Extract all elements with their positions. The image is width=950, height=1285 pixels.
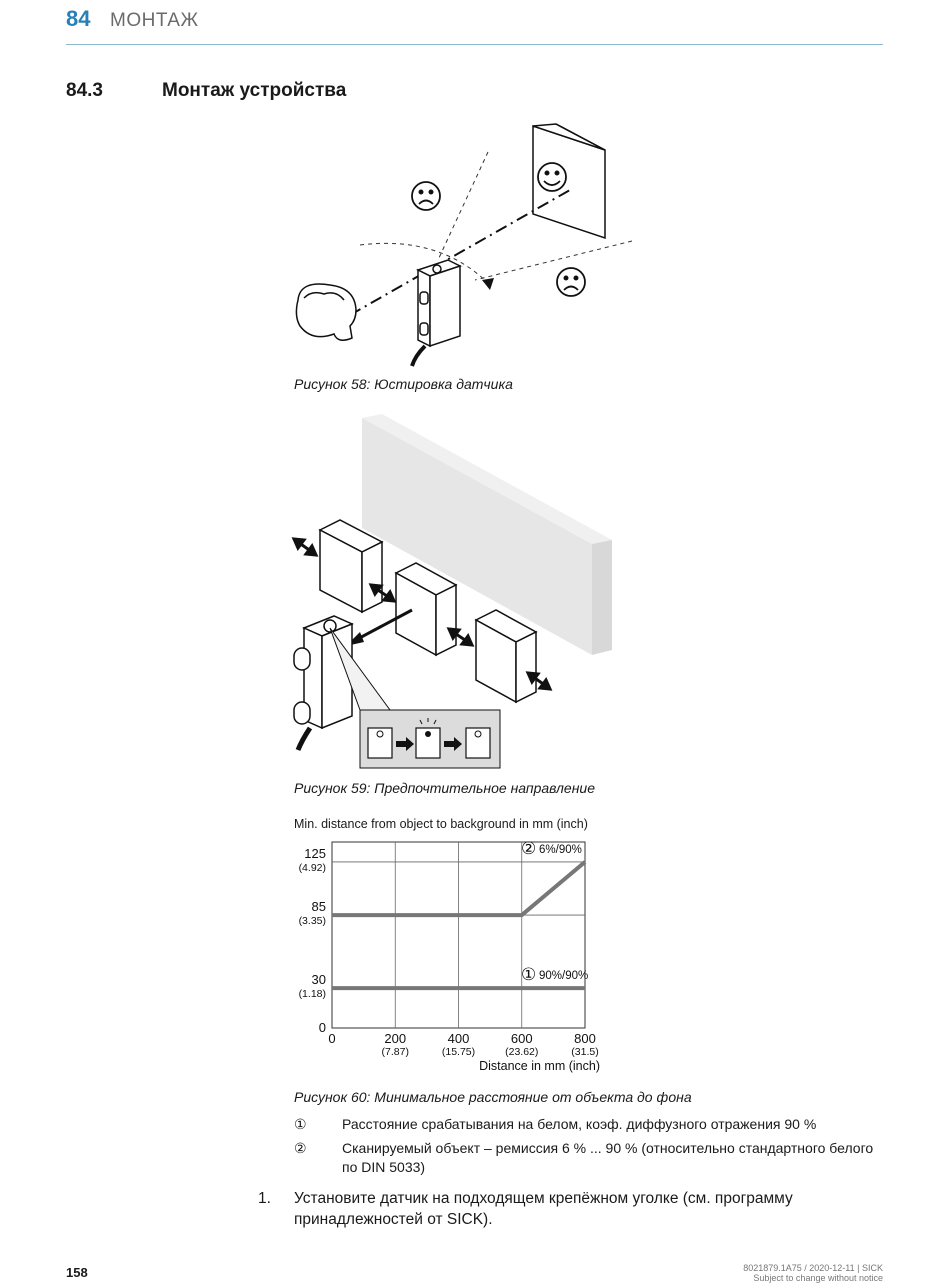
section-title: Монтаж устройства [162,80,347,101]
sensor-device [410,259,462,367]
series-label: 90%/90% [539,970,588,982]
legend-item: ② Сканируемый объект – ремиссия 6 % ... … [294,1139,894,1179]
x-tick-sublabel: (23.62) [505,1046,538,1058]
document-id: 8021879.1A75 / 2020-12-11 | SICK [743,1263,883,1273]
legend-text: Расстояние срабатывания на белом, коэф. … [342,1116,817,1132]
series-marker: ① [521,965,536,984]
movement-arrow-icon [291,537,553,691]
sensor-device [293,615,354,751]
beam-arrow [351,608,413,644]
y-tick-label: 125 [304,846,326,861]
background-wall [362,414,612,655]
legend-symbol: ① [294,1116,307,1132]
observer-head [295,283,357,341]
x-axis-label: Distance in mm (inch) [479,1059,600,1073]
step-text: Установите датчик на подходящем крепёжно… [294,1190,793,1228]
legend-symbol: ② [294,1140,307,1156]
x-tick-label: 200 [384,1031,406,1046]
beam-limit-lines [359,151,633,286]
change-notice: Subject to change without notice [753,1273,883,1283]
target-box [532,123,606,240]
x-tick-label: 800 [574,1031,596,1046]
chart-title: Min. distance from object to background … [294,817,588,831]
x-tick-sublabel: (31.5) [571,1046,598,1058]
rotation-arrow-icon [482,278,494,290]
arrow-right-icon [396,737,462,751]
series-line [332,860,587,918]
x-tick-label: 600 [511,1031,533,1046]
x-tick-sublabel: (7.87) [382,1046,409,1058]
section-number: 84.3 [66,80,103,101]
y-tick-label: 0 [319,1020,326,1035]
series-marker: ② [521,839,536,858]
chapter-title: МОНТАЖ [110,10,199,31]
figure-60-caption: Рисунок 60: Минимальное расстояние от об… [294,1089,692,1105]
preferred-direction-illustration [291,414,612,769]
legend-item: ① Расстояние срабатывания на белом, коэф… [294,1115,894,1134]
sensor-alignment-illustration [295,123,633,367]
series-label: 6%/90% [539,844,582,856]
header-divider [66,44,883,45]
object-box [394,562,458,657]
step-number: 1. [258,1190,271,1207]
object-box [318,519,384,614]
object-box [474,609,538,704]
y-tick-label: 85 [312,899,326,914]
y-tick-sublabel: (4.92) [299,862,326,874]
happy-face-icon [537,162,567,192]
document-footer: 8021879.1A75 / 2020-12-11 | SICK Subject… [743,1263,883,1283]
figure-59-caption: Рисунок 59: Предпочтительное направление [294,780,595,796]
x-tick-label: 0 [328,1031,335,1046]
x-tick-sublabel: (15.75) [442,1046,475,1058]
y-tick-sublabel: (3.35) [299,915,326,927]
y-tick-label: 30 [312,972,326,987]
page-number: 158 [66,1265,88,1280]
x-tick-label: 400 [448,1031,470,1046]
chapter-number: 84 [66,6,91,31]
distance-chart: 0 200(7.87) 400(15.75) 600(23.62) 800(31.5) 0… [299,839,600,1073]
instruction-step: 1. Установите датчик на подходящем крепё… [258,1188,858,1232]
legend-text: Сканируемый объект – ремиссия 6 % ... 90… [342,1140,874,1175]
y-tick-sublabel: (1.18) [299,988,326,1000]
light-beam [349,189,571,316]
sad-face-icon [411,181,441,211]
sad-face-icon [556,267,586,297]
figure-58-caption: Рисунок 58: Юстировка датчика [294,376,513,392]
